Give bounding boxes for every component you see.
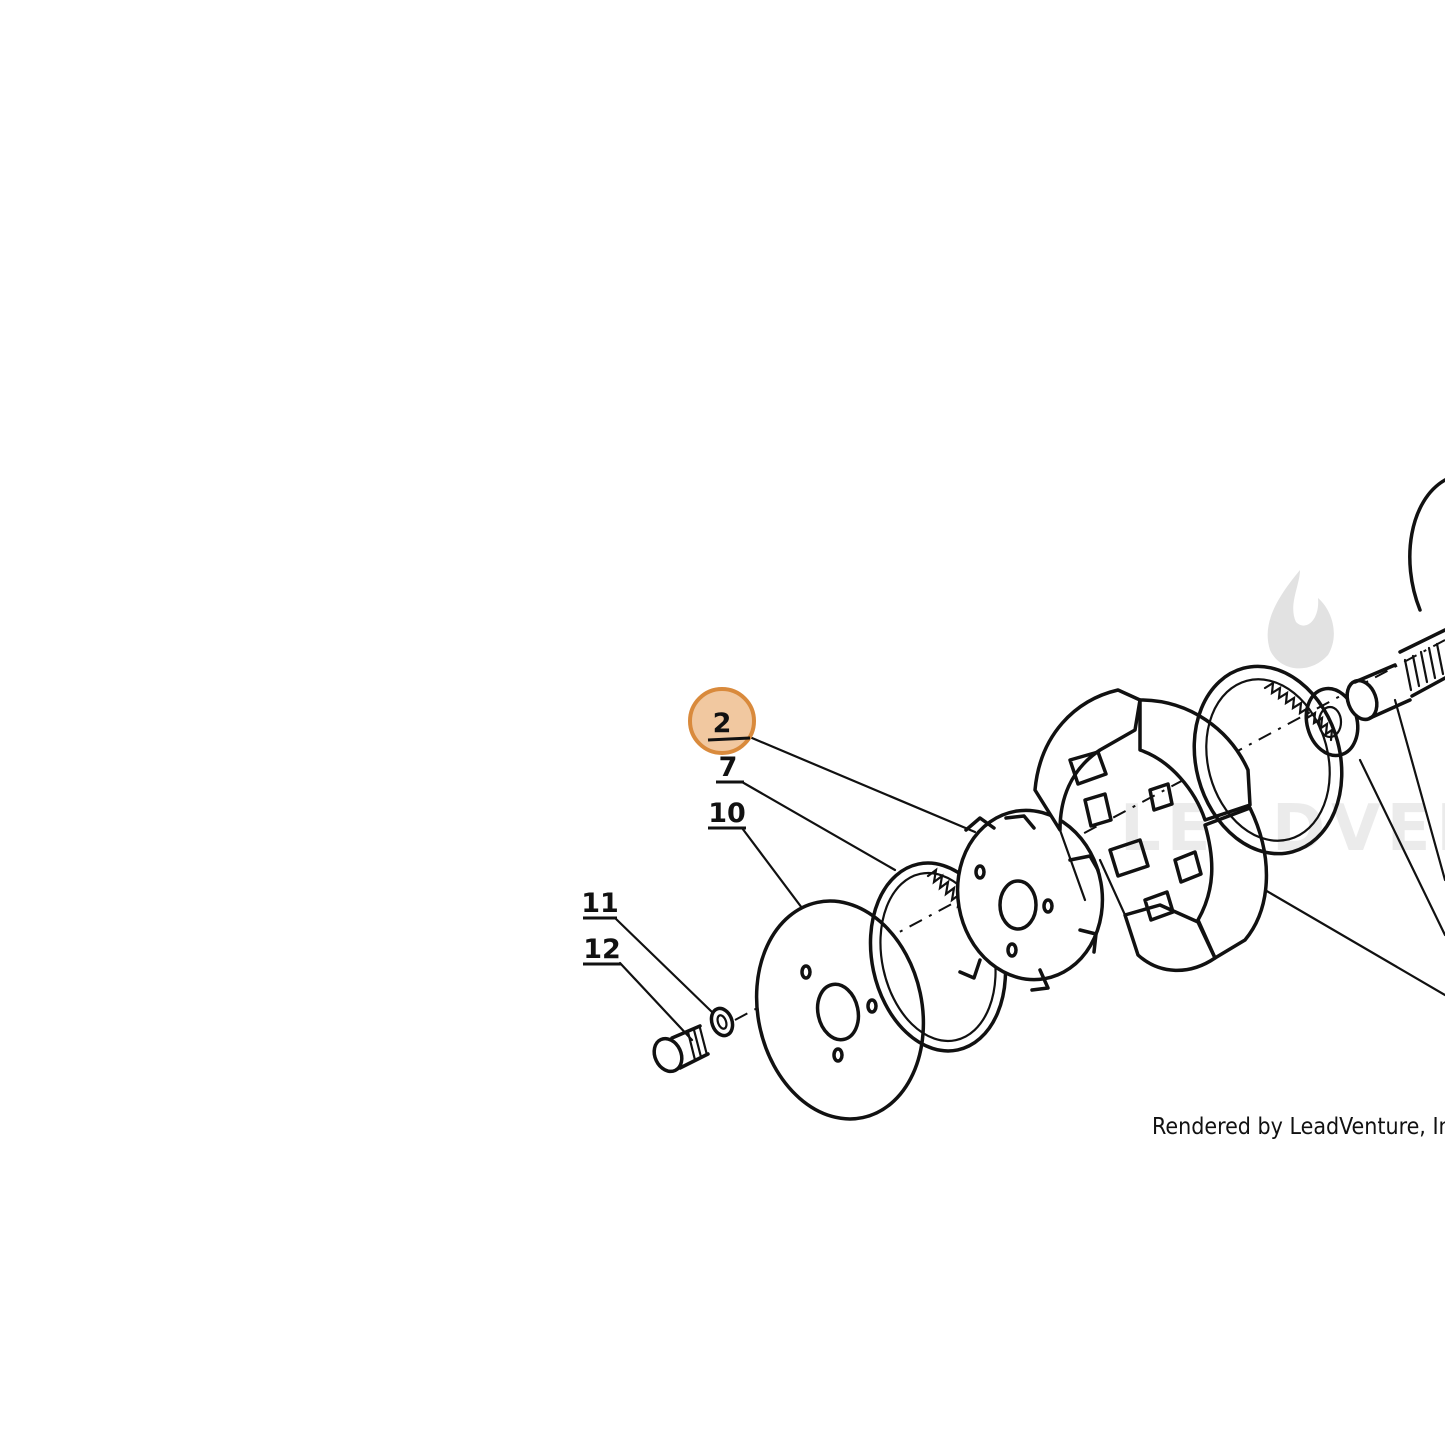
callout-7-label[interactable]: 7 xyxy=(719,752,738,783)
part-shaft xyxy=(1398,478,1445,698)
callout-2[interactable]: 2 xyxy=(688,687,756,755)
callout-11[interactable]: 11 xyxy=(581,888,619,920)
part-screw xyxy=(652,1024,710,1074)
part-bushing xyxy=(1345,663,1412,722)
flame-watermark-icon xyxy=(1267,570,1334,669)
part-plate xyxy=(754,899,926,1121)
part-washer xyxy=(709,1006,735,1038)
callout-12-label[interactable]: 12 xyxy=(583,934,621,965)
leader-lines xyxy=(613,698,1445,1042)
callout-11-label[interactable]: 11 xyxy=(581,888,619,919)
callout-10[interactable]: 10 xyxy=(708,798,746,830)
callout-10-label[interactable]: 10 xyxy=(708,798,746,829)
callout-2-highlight[interactable] xyxy=(688,687,756,755)
part-hub xyxy=(955,808,1105,992)
part-drum xyxy=(1192,664,1344,856)
callout-12[interactable]: 12 xyxy=(583,934,621,966)
watermark: LEADVENTURE xyxy=(1120,570,1445,866)
callout-2-label[interactable]: 2 xyxy=(713,708,732,739)
credit-text: Rendered by LeadVenture, Inc xyxy=(1152,1114,1445,1140)
callout-7[interactable]: 7 xyxy=(716,752,744,784)
